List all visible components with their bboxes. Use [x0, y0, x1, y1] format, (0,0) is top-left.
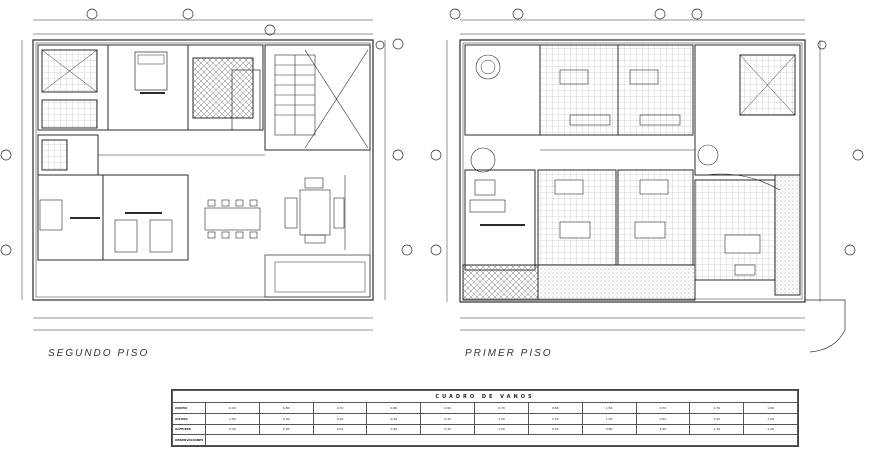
- table-cell: 1.60: [635, 423, 691, 436]
- stair: [274, 54, 316, 136]
- table-cell: 0.40: [527, 423, 583, 436]
- table-title: CUADRO DE VANOS: [172, 390, 798, 403]
- table-cell: 1.10: [689, 423, 745, 436]
- door-window-schedule-table: CUADRO DE VANOS ANCHO 0.90 0.80 0.70 0.8…: [171, 389, 799, 447]
- living-set: [284, 177, 345, 244]
- table-cell: 0.80: [527, 402, 583, 414]
- table-cell: 0.70: [635, 402, 691, 414]
- table-cell: [205, 434, 798, 446]
- table-cell: 0.90: [205, 402, 260, 414]
- table-row: ANCHO 0.90 0.80 0.70 0.80 0.90 0.70 0.80…: [172, 402, 798, 414]
- table-cell: 0.40: [420, 412, 476, 425]
- table-row: OBSERVACIONES: [172, 434, 798, 446]
- table-row: ALTURA 1.80 0.40 0.40 0.40 0.40 1.50 1.5…: [172, 412, 798, 425]
- row-header: OBSERVACIONES: [172, 434, 206, 446]
- table-cell: 0.40: [420, 423, 476, 436]
- table-cell: 0.40: [205, 423, 260, 436]
- table-cell: 0.80: [581, 423, 637, 436]
- first-floor-plan: [446, 19, 846, 353]
- table-cell: 1.50: [527, 412, 583, 425]
- table-cell: 0.40: [312, 412, 368, 425]
- table-cell: 1.50: [474, 412, 529, 425]
- table-cell: 1.50: [581, 412, 637, 425]
- table-cell: 0.40: [258, 412, 314, 425]
- axis-markers-second-floor: [0, 8, 413, 256]
- table-row: ALFEIZER 0.40 2.00 2.00 0.40 0.40 1.50 0…: [172, 423, 798, 436]
- second-floor-plan: [21, 19, 386, 331]
- table-cell: 0.80: [258, 402, 314, 414]
- dining-table: [204, 199, 261, 239]
- axis-markers-first-floor: [430, 8, 864, 256]
- table-cell: 2.00: [258, 423, 314, 436]
- table-cell: 2.00: [312, 423, 368, 436]
- table-cell: 1.80: [205, 412, 260, 425]
- table-cell: 0.80: [366, 402, 422, 414]
- table-cell: 1.70: [689, 402, 745, 414]
- table-cell: 0.50: [635, 412, 691, 425]
- table-cell: 1.50: [581, 402, 637, 414]
- second-floor-label: SEGUNDO PISO: [48, 348, 150, 359]
- table-cell: 0.40: [366, 412, 422, 425]
- table-cell: 0.40: [366, 423, 422, 436]
- first-floor-label: PRIMER PISO: [465, 348, 553, 359]
- table-cell: 1.80: [743, 402, 798, 414]
- table-cell: 0.90: [420, 402, 476, 414]
- table-cell: 1.50: [474, 423, 529, 436]
- row-header: ALTURA: [172, 412, 206, 425]
- row-header: ANCHO: [172, 402, 206, 414]
- table-cell: 0.70: [474, 402, 529, 414]
- table-cell: 1.20: [743, 423, 798, 436]
- table-cell: 1.50: [743, 412, 798, 425]
- table-cell: 0.70: [312, 402, 368, 414]
- table-cell: 1.50: [689, 412, 745, 425]
- row-header: ALFEIZER: [172, 423, 206, 436]
